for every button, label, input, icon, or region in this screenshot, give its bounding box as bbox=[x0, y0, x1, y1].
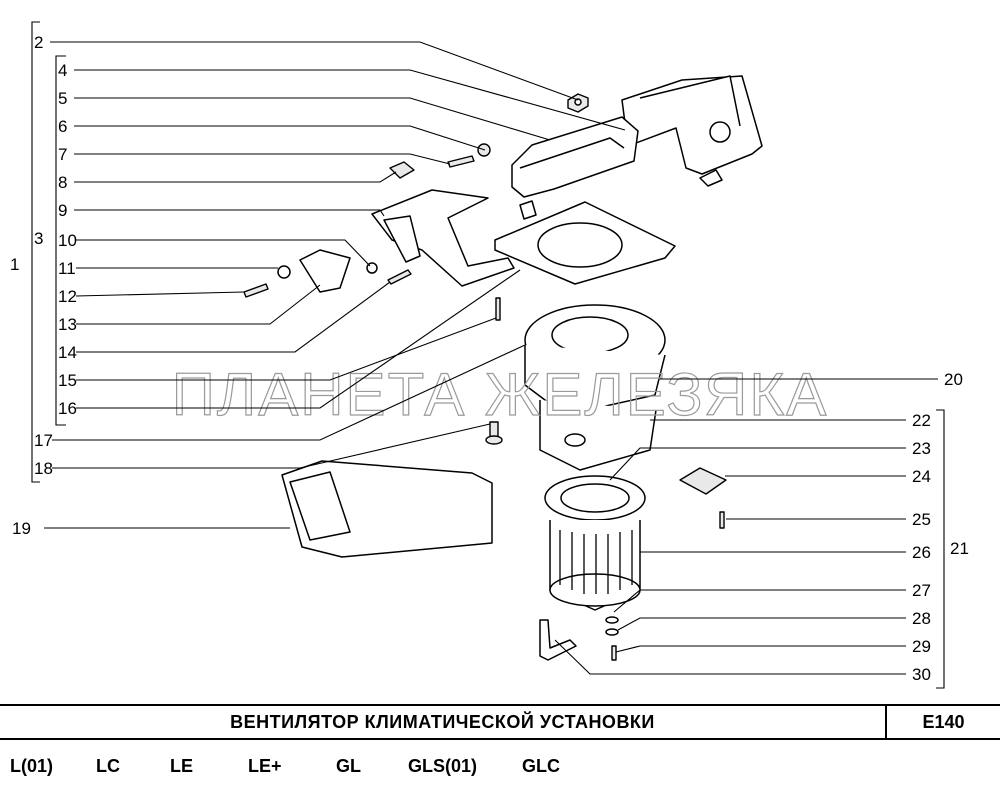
leader-line-6 bbox=[74, 125, 486, 151]
variant-label: GLC bbox=[522, 756, 560, 776]
leader-line-27 bbox=[613, 589, 906, 613]
part-upper-housing bbox=[621, 75, 763, 187]
callout-20: 20 bbox=[944, 370, 963, 389]
bracket-group-1 bbox=[31, 21, 40, 483]
callout-labels: 24 5 6 7 8 9 10 11 12 13 14 15 16 17 18 19 20 22 23 24 25 26 2… bbox=[12, 33, 963, 684]
variant-label: L(01) bbox=[10, 756, 54, 776]
leader-line-29 bbox=[615, 645, 906, 653]
part-fan-impeller bbox=[544, 475, 646, 611]
leader-line-14 bbox=[76, 281, 391, 353]
callout-22: 22 bbox=[912, 411, 931, 430]
part-small-fasteners bbox=[243, 249, 501, 321]
model-variants: L(01) LC LE LE+ GL GLS(01) GLC bbox=[0, 756, 1000, 786]
bracket-group-3 bbox=[55, 55, 66, 426]
diagram-title: ВЕНТИЛЯТОР КЛИМАТИЧЕСКОЙ УСТАНОВКИ bbox=[230, 712, 655, 732]
group-label-3: 3 bbox=[34, 229, 43, 248]
leader-line-30 bbox=[554, 639, 906, 675]
group-label-1: 1 bbox=[10, 255, 19, 274]
part-nut bbox=[567, 93, 589, 113]
callout-6: 6 bbox=[58, 117, 67, 136]
callout-27: 27 bbox=[912, 581, 931, 600]
part-screw-small bbox=[719, 511, 725, 529]
part-hose bbox=[539, 619, 577, 661]
part-bracket bbox=[371, 189, 515, 287]
callout-17: 17 bbox=[34, 431, 53, 450]
leader-line-12 bbox=[75, 291, 245, 297]
callout-19: 19 bbox=[12, 519, 31, 538]
part-washers bbox=[605, 616, 619, 661]
leader-line-28 bbox=[617, 617, 906, 631]
parts-artwork bbox=[243, 75, 763, 661]
watermark: ПЛАНЕТА ЖЕЛЕЗЯКА bbox=[172, 361, 829, 428]
callout-7: 7 bbox=[58, 145, 67, 164]
leader-line-17 bbox=[52, 344, 526, 441]
callout-28: 28 bbox=[912, 609, 931, 628]
callout-5: 5 bbox=[58, 89, 67, 108]
leader-line-10 bbox=[76, 239, 371, 267]
leader-line-15 bbox=[76, 317, 497, 381]
callout-14: 14 bbox=[58, 343, 77, 362]
part-inlet-duct bbox=[281, 460, 493, 558]
part-screws bbox=[447, 143, 491, 168]
part-fan-housing bbox=[524, 304, 666, 471]
part-mounting-plate bbox=[494, 201, 676, 285]
leader-lines bbox=[44, 41, 938, 675]
callout-25: 25 bbox=[912, 510, 931, 529]
leader-line-4 bbox=[74, 69, 626, 131]
part-air-duct bbox=[511, 116, 639, 220]
diagram-code: E140 bbox=[922, 712, 965, 732]
part-resistor bbox=[679, 467, 727, 495]
callout-10: 10 bbox=[58, 231, 77, 250]
leader-line-16 bbox=[76, 269, 521, 409]
callout-26: 26 bbox=[912, 543, 931, 562]
leader-line-9 bbox=[74, 209, 385, 217]
variant-label: GLS(01) bbox=[408, 756, 478, 776]
part-clip bbox=[389, 161, 415, 179]
leader-line-7 bbox=[74, 153, 451, 165]
group-label-21: 21 bbox=[950, 539, 969, 558]
part-bolt bbox=[485, 421, 503, 445]
callout-13: 13 bbox=[58, 315, 77, 334]
callout-11: 11 bbox=[58, 259, 76, 278]
callout-23: 23 bbox=[912, 439, 931, 458]
bracket-group-21 bbox=[936, 409, 945, 689]
callout-12: 12 bbox=[58, 287, 77, 306]
leader-line-8 bbox=[74, 171, 397, 183]
callout-29: 29 bbox=[912, 637, 931, 656]
variant-label: LC bbox=[96, 756, 120, 776]
callout-30: 30 bbox=[912, 665, 931, 684]
leader-line-23 bbox=[609, 447, 906, 481]
exploded-parts-diagram: ПЛАНЕТА ЖЕЛЕЗЯКА 24567891011121314151617… bbox=[10, 21, 969, 689]
leader-line-18 bbox=[52, 423, 491, 469]
leader-line-5 bbox=[74, 97, 551, 141]
group-brackets bbox=[31, 21, 945, 689]
callout-24: 24 bbox=[912, 467, 931, 486]
leader-line-2 bbox=[50, 41, 579, 101]
callout-16: 16 bbox=[58, 399, 77, 418]
callout-8: 8 bbox=[58, 173, 67, 192]
variant-label: LE+ bbox=[248, 756, 282, 776]
title-divider bbox=[885, 706, 887, 738]
callout-4: 4 bbox=[58, 61, 67, 80]
variant-label: LE bbox=[170, 756, 194, 776]
callout-15: 15 bbox=[58, 371, 77, 390]
callout-18: 18 bbox=[34, 459, 53, 478]
variant-label: GL bbox=[336, 756, 361, 776]
callout-2: 2 bbox=[34, 33, 43, 52]
leader-line-13 bbox=[76, 284, 321, 325]
callout-9: 9 bbox=[58, 201, 67, 220]
title-bar: ВЕНТИЛЯТОР КЛИМАТИЧЕСКОЙ УСТАНОВКИ E140 bbox=[0, 704, 1000, 740]
